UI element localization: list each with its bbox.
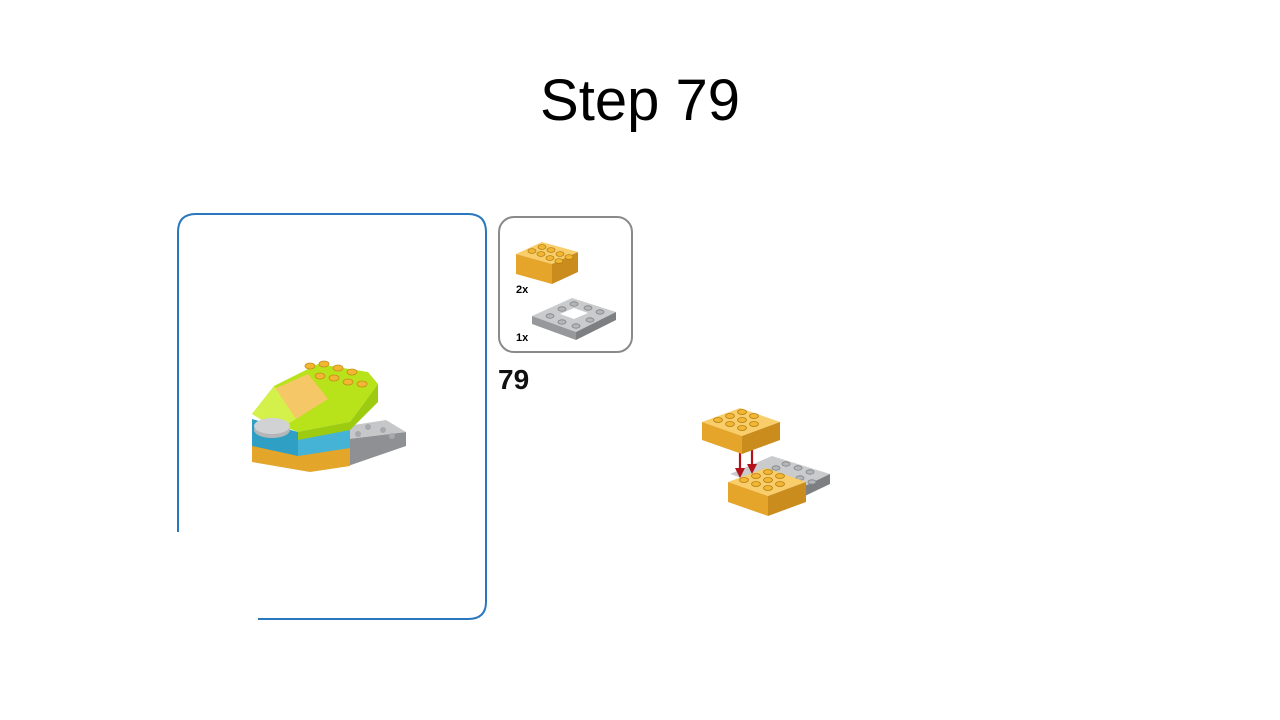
brick-quantity: 2x <box>516 284 529 296</box>
assembly-illustration <box>702 408 830 516</box>
model-frame <box>177 213 487 620</box>
slide-title: Step 79 <box>540 68 740 133</box>
insert-arrows <box>735 444 757 478</box>
gray-4x4-open-plate-icon <box>532 298 616 340</box>
step-number: 79 <box>498 364 530 395</box>
plate-quantity: 1x <box>516 332 529 344</box>
yellow-2x4-brick-icon <box>516 242 578 284</box>
parts-list-callout: 2x 1x <box>498 216 633 353</box>
current-model-illustration <box>252 360 406 472</box>
